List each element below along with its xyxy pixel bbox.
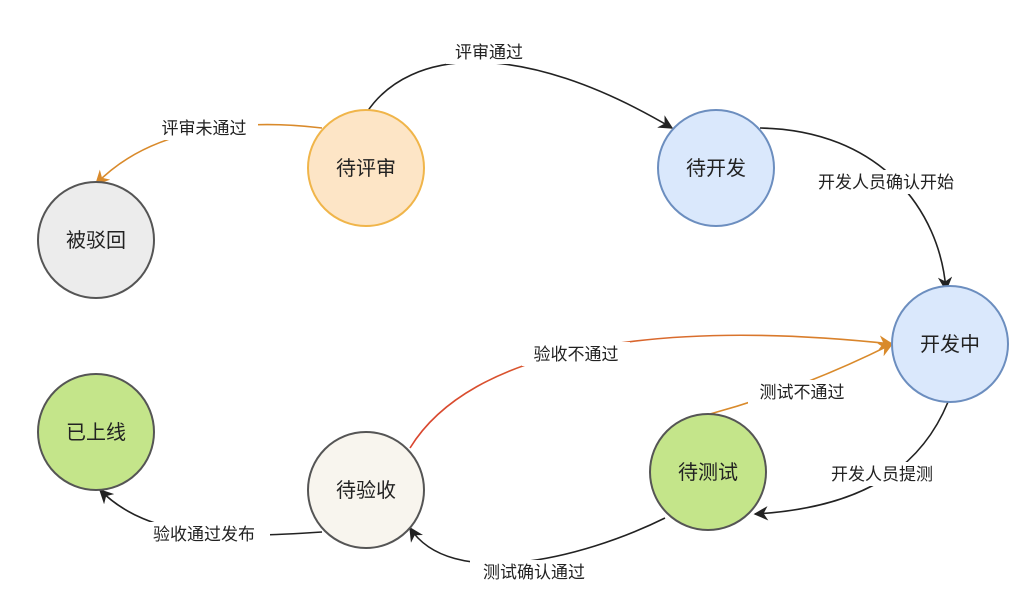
edge-label-test-fail: 测试不通过 bbox=[760, 383, 845, 403]
edge-label-dev-submit-test: 开发人员提测 bbox=[831, 465, 933, 485]
edge-test-confirm-pass bbox=[409, 517, 666, 565]
node-label-in-dev: 开发中 bbox=[920, 332, 980, 356]
node-label-pending-accept: 待验收 bbox=[336, 478, 396, 502]
node-label-rejected: 被驳回 bbox=[66, 228, 126, 252]
nodes: 待评审 待开发 被驳回 开发中 已上线 待测试 待验收 bbox=[37, 109, 1009, 549]
node-label-pending-dev: 待开发 bbox=[686, 156, 746, 180]
edge-review-pass bbox=[366, 61, 674, 129]
node-pending-review: 待评审 bbox=[307, 109, 425, 227]
node-pending-accept: 待验收 bbox=[307, 431, 425, 549]
edge-labels: 评审通过 评审未通过 开发人员确认开始 验收不通过 测试不通过 开发人员提测 测… bbox=[138, 40, 972, 584]
node-pending-test: 待测试 bbox=[649, 413, 767, 531]
node-pending-dev: 待开发 bbox=[657, 109, 775, 227]
node-label-pending-test: 待测试 bbox=[678, 460, 738, 484]
edge-dev-submit-test bbox=[753, 401, 949, 521]
node-label-pending-review: 待评审 bbox=[336, 156, 396, 180]
edge-label-accept-pass-release: 验收通过发布 bbox=[153, 525, 255, 545]
node-label-online: 已上线 bbox=[66, 420, 126, 444]
node-rejected: 被驳回 bbox=[37, 181, 155, 299]
edge-label-dev-confirm-start: 开发人员确认开始 bbox=[818, 173, 954, 193]
edge-label-accept-fail: 验收不通过 bbox=[534, 345, 619, 365]
edge-label-review-pass: 评审通过 bbox=[455, 43, 523, 63]
edge-dev-confirm-start bbox=[759, 127, 953, 292]
node-online: 已上线 bbox=[37, 373, 155, 491]
edge-label-review-fail: 评审未通过 bbox=[162, 119, 247, 139]
edge-label-test-confirm-pass: 测试确认通过 bbox=[483, 563, 585, 583]
node-in-dev: 开发中 bbox=[891, 285, 1009, 403]
